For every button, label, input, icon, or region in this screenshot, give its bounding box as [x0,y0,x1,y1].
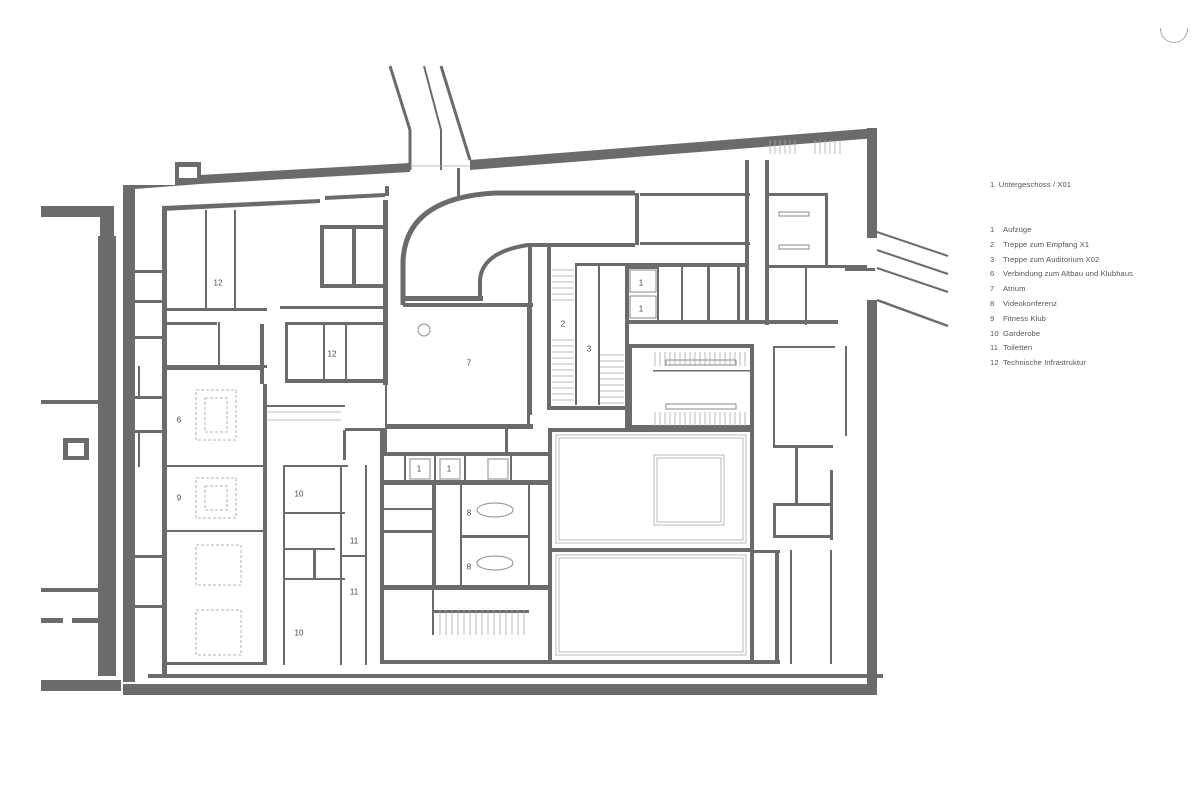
room-number-label: 6 [176,415,182,425]
legend-label: Toiletten [1003,343,1033,353]
room-number-label: 9 [176,493,182,503]
legend-label: Verbindung zum Altbau und Klubhaus [1003,269,1134,279]
room-number-label: 1 [638,278,644,288]
floor-title: 1. Untergeschoss / X01 [990,180,1072,189]
legend-label: Atrium [1003,284,1026,294]
room-number-label: 11 [349,587,359,597]
legend-label: Aufzüge [1003,225,1032,234]
interior-walls [135,160,883,678]
room-number-label: 1 [416,464,422,474]
room-number-label: 11 [349,536,359,546]
room-number-label: 12 [327,349,337,359]
entrance-ramps [388,65,472,198]
legend-label: Garderobe [1003,328,1041,338]
legend-label: Treppe zum Auditorium X02 [1003,254,1100,264]
room-number-label: 10 [294,628,304,638]
legend-label: Treppe zum Empfang X1 [1003,239,1090,249]
room-number-label: 2 [560,319,566,329]
side-ramps [845,231,949,328]
legend-label: Videokonferenz [1003,298,1058,308]
room-number-label: 1 [446,464,452,474]
room-number-label: 7 [466,358,472,368]
room-number-label: 12 [213,278,223,288]
room-number-label: 8 [466,562,472,572]
legend-label: Fitness Klub [1003,313,1046,323]
exterior-walls [41,128,877,695]
fixtures [195,140,841,656]
room-number-label: 8 [466,508,472,518]
legend-label: Technische Infrastruktur [1003,358,1087,368]
room-number-label: 10 [294,489,304,499]
room-number-label: 1 [638,304,644,314]
room-number-label: 3 [586,344,592,354]
